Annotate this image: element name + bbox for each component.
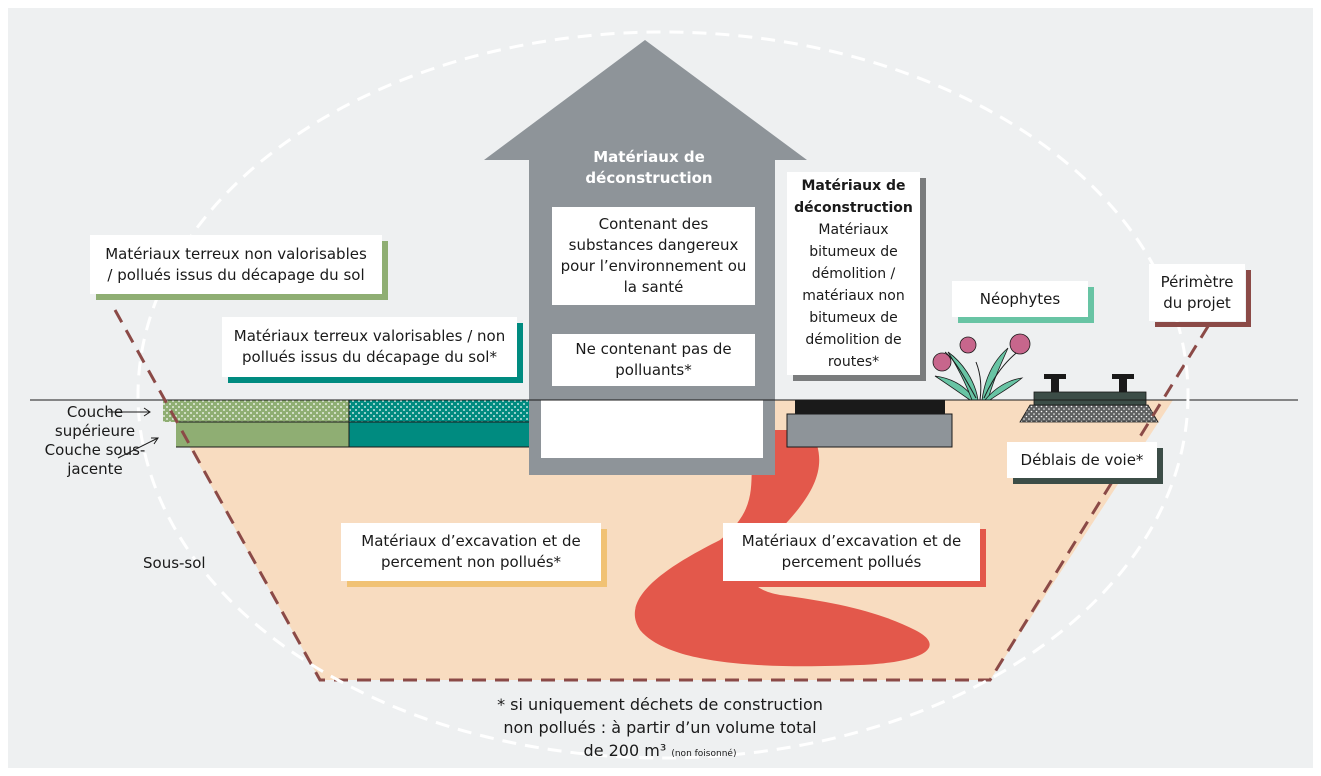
boundary-ellipse: [136, 30, 1190, 760]
label-layer-top: Couche supérieure: [54, 403, 136, 440]
road-gravel-layer: [786, 413, 953, 448]
label-perimeter: Périmètre du projet: [1149, 264, 1245, 321]
label-excavation-clean-text: Matériaux d’excavation et de percement n…: [361, 532, 581, 571]
label-neophytes-text: Néophytes: [979, 289, 1061, 308]
footnote-line3: de 200 m³ (non foisonné): [440, 739, 880, 766]
polluted-spill: [634, 430, 930, 667]
label-perimeter-text: Périmètre du projet: [1160, 272, 1234, 312]
topsoil-polluted-top: [163, 400, 349, 422]
project-perimeter: [113, 309, 1217, 682]
label-topsoil-clean-text: Matériaux terreux valorisables / non pol…: [233, 327, 506, 366]
label-topsoil-clean: Matériaux terreux valorisables / non pol…: [222, 317, 517, 377]
neophyte-plant: [932, 333, 1031, 401]
label-subsoil: Sous-sol: [143, 554, 206, 572]
arrow-title: Matériaux de déconstruction: [585, 148, 713, 187]
topsoil-clean-sub: [349, 422, 529, 447]
label-road-body: Matériaux bitumeux de démolition / matér…: [802, 221, 905, 370]
label-topsoil-polluted-text: Matériaux terreux non valorisables / pol…: [105, 244, 367, 284]
box-dangerous-substances: Contenant des substances dangereux pour …: [552, 207, 755, 305]
soil-area: [163, 400, 1173, 680]
box-no-pollutants: Ne contenant pas de polluants*: [552, 334, 755, 386]
footnote-line2: non pollués : à partir d’un volume total: [503, 718, 817, 737]
arrow-base-white: [541, 400, 763, 458]
footnote-small: (non foisonné): [671, 749, 737, 759]
label-road-deconstruction: Matériaux de déconstruction Matériaux bi…: [787, 172, 920, 375]
footnote-volume: de 200 m³: [583, 741, 667, 760]
label-track-spoil: Déblais de voie*: [1007, 442, 1157, 478]
topsoil-polluted-sub: [176, 422, 349, 447]
topsoil-clean-top: [349, 400, 529, 422]
label-track-spoil-text: Déblais de voie*: [1020, 450, 1144, 469]
footnote: * si uniquement déchets de construction …: [440, 693, 880, 766]
box-dangerous-text: Contenant des substances dangereux pour …: [560, 215, 747, 296]
label-excavation-polluted-text: Matériaux d’excavation et de percement p…: [741, 532, 962, 571]
road-asphalt-layer: [795, 400, 945, 414]
label-excavation-polluted: Matériaux d’excavation et de percement p…: [723, 523, 980, 581]
rail-track: [1019, 374, 1159, 423]
label-layer-sub: Couche sous-jacente: [44, 441, 146, 478]
label-excavation-clean: Matériaux d’excavation et de percement n…: [341, 523, 601, 581]
footnote-line1: * si uniquement déchets de construction: [497, 695, 823, 714]
box-no-pollutants-text: Ne contenant pas de polluants*: [575, 340, 732, 379]
label-neophytes: Néophytes: [952, 281, 1088, 317]
label-road-title: Matériaux de déconstruction: [794, 177, 913, 216]
label-topsoil-polluted: Matériaux terreux non valorisables / pol…: [90, 235, 382, 294]
